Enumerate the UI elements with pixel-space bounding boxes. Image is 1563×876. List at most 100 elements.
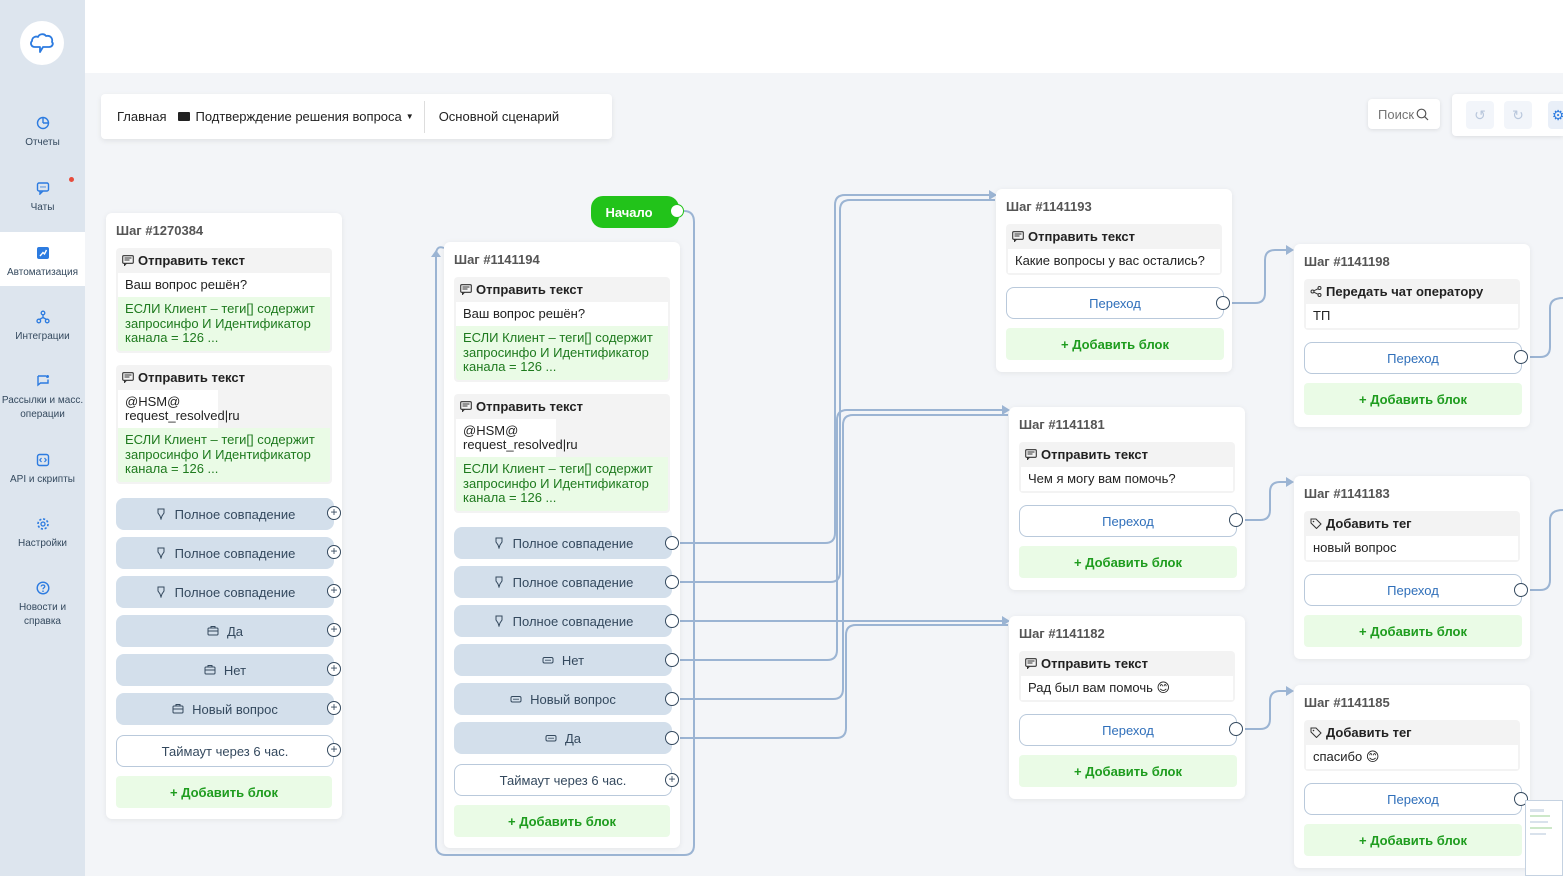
connection-port[interactable] [1229,513,1243,527]
reply-button[interactable]: Да [454,722,672,754]
send-text-block[interactable]: Отправить текст Какие вопросы у вас оста… [1006,224,1222,275]
add-block-button[interactable]: + Добавить блок [1304,615,1522,647]
step-card-1141185[interactable]: Шаг #1141185 Добавить тег спасибо 😊 Пере… [1294,685,1530,868]
message-icon [1025,449,1037,460]
undo-button[interactable]: ↺ [1466,101,1494,129]
reply-button[interactable]: Новый вопрос [454,683,672,715]
reply-button[interactable]: Полное совпадение [116,498,334,530]
add-connection-port[interactable]: + [327,506,341,520]
step-card-1141182[interactable]: Шаг #1141182 Отправить текст Рад был вам… [1009,616,1245,799]
timeout-button[interactable]: Таймаут через 6 час. [116,735,334,767]
sidebar-item-integrations[interactable]: Интеграции [0,310,85,344]
connection-port[interactable] [665,575,679,589]
start-node[interactable]: Начало [591,196,679,228]
add-block-button[interactable]: + Добавить блок [1019,546,1237,578]
reply-button[interactable]: Полное совпадение [454,566,672,598]
transition-button[interactable]: Переход [1019,505,1237,537]
start-port[interactable] [670,204,684,218]
settings-toolbar-button[interactable]: ⚙ [1548,101,1563,129]
reply-button[interactable]: Новый вопрос [116,693,334,725]
search-input[interactable] [1378,106,1416,122]
connection-port[interactable] [1229,722,1243,736]
transition-button[interactable]: Переход [1304,574,1522,606]
sidebar-item-label: Чаты [30,202,55,213]
sidebar-item-chats[interactable]: Чаты [0,181,85,215]
send-text-block[interactable]: Отправить текст Рад был вам помочь 😊 [1019,651,1235,702]
reply-button[interactable]: Нет [454,644,672,676]
sidebar-item-reports[interactable]: Отчеты [0,116,85,150]
add-block-button[interactable]: + Добавить блок [1304,824,1522,856]
add-connection-port[interactable]: + [327,701,341,715]
connection-port[interactable] [1216,296,1230,310]
sidebar-item-settings[interactable]: Настройки [0,517,85,551]
add-connection-port[interactable]: + [327,662,341,676]
transition-button[interactable]: Переход [1304,342,1522,374]
redo-button[interactable]: ↻ [1504,101,1532,129]
redo-icon: ↻ [1512,107,1524,123]
message-text: Какие вопросы у вас остались? [1008,249,1220,273]
operator-group-text: ТП [1306,304,1518,328]
send-text-block[interactable]: Отправить текст Чем я могу вам помочь? [1019,442,1235,493]
sidebar-item-label: Новости и справка [18,602,67,627]
add-block-button[interactable]: + Добавить блок [1019,755,1237,787]
keyword-match-icon [495,576,503,588]
add-connection-port[interactable]: + [327,584,341,598]
breadcrumb-scenario[interactable]: Основной сценарий [438,109,560,124]
send-text-block[interactable]: Отправить текст Ваш вопрос решён? ЕСЛИ К… [116,248,332,353]
breadcrumb-home[interactable]: Главная [117,109,167,124]
sidebar-item-help[interactable]: Новости и справка [0,581,85,629]
reply-button[interactable]: Полное совпадение [116,576,334,608]
connection-port[interactable] [1514,583,1528,597]
add-connection-port[interactable]: + [327,623,341,637]
send-text-block[interactable]: Отправить текст Ваш вопрос решён? ЕСЛИ К… [454,277,670,382]
add-connection-port[interactable]: + [327,743,341,757]
logo[interactable] [20,21,64,65]
block-type-label: Отправить текст [138,370,245,385]
add-block-button[interactable]: + Добавить блок [1006,328,1224,360]
sidebar-item-mailings[interactable]: Рассылки и масс. операции [0,374,85,422]
block-type-label: Отправить текст [1041,656,1148,671]
transition-button[interactable]: Переход [1006,287,1224,319]
step-card-1141198[interactable]: Шаг #1141198 Передать чат оператору ТП П… [1294,244,1530,427]
transition-button[interactable]: Переход [1304,783,1522,815]
keyboard-button-icon [172,704,184,714]
reply-button[interactable]: Полное совпадение [454,605,672,637]
connection-port[interactable] [1514,792,1528,806]
add-block-button[interactable]: + Добавить блок [116,776,332,808]
step-card-1270384[interactable]: Шаг #1270384 Отправить текст Ваш вопрос … [106,213,342,819]
block-type-label: Добавить тег [1326,516,1412,531]
transition-button[interactable]: Переход [1019,714,1237,746]
search-box[interactable] [1368,99,1440,129]
breadcrumb-folder-dropdown[interactable]: Подтверждение решения вопроса ▼ [174,100,425,133]
send-text-block[interactable]: Отправить текст @HSM@ request_resolved|r… [454,394,670,513]
step-card-1141183[interactable]: Шаг #1141183 Добавить тег новый вопрос П… [1294,476,1530,659]
search-icon [1416,108,1429,120]
connection-port[interactable] [665,614,679,628]
minimap[interactable] [1525,800,1563,876]
reply-button[interactable]: Нет [116,654,334,686]
reply-button[interactable]: Полное совпадение [454,527,672,559]
connection-port[interactable] [665,653,679,667]
block-type-label: Добавить тег [1326,725,1412,740]
send-text-block[interactable]: Отправить текст @HSM@ request_resolved|r… [116,365,332,484]
step-card-1141194[interactable]: Шаг #1141194 Отправить текст Ваш вопрос … [444,242,680,848]
add-block-button[interactable]: + Добавить блок [1304,383,1522,415]
inline-button-icon [545,735,557,742]
connection-port[interactable] [1514,350,1528,364]
connection-port[interactable] [665,731,679,745]
step-card-1141181[interactable]: Шаг #1141181 Отправить текст Чем я могу … [1009,407,1245,590]
connection-port[interactable] [665,692,679,706]
add-connection-port[interactable]: + [327,545,341,559]
reply-button[interactable]: Да [116,615,334,647]
add-tag-block[interactable]: Добавить тег спасибо 😊 [1304,720,1520,771]
add-tag-block[interactable]: Добавить тег новый вопрос [1304,511,1520,562]
timeout-button[interactable]: Таймаут через 6 час. [454,764,672,796]
add-block-button[interactable]: + Добавить блок [454,805,670,837]
reply-button[interactable]: Полное совпадение [116,537,334,569]
sidebar-item-api[interactable]: API и скрипты [0,453,85,487]
connection-port[interactable] [665,536,679,550]
transfer-chat-block[interactable]: Передать чат оператору ТП [1304,279,1520,330]
sidebar-item-automation[interactable]: Автоматизация [0,232,85,286]
step-card-1141193[interactable]: Шаг #1141193 Отправить текст Какие вопро… [996,189,1232,372]
add-connection-port[interactable]: + [665,773,679,787]
